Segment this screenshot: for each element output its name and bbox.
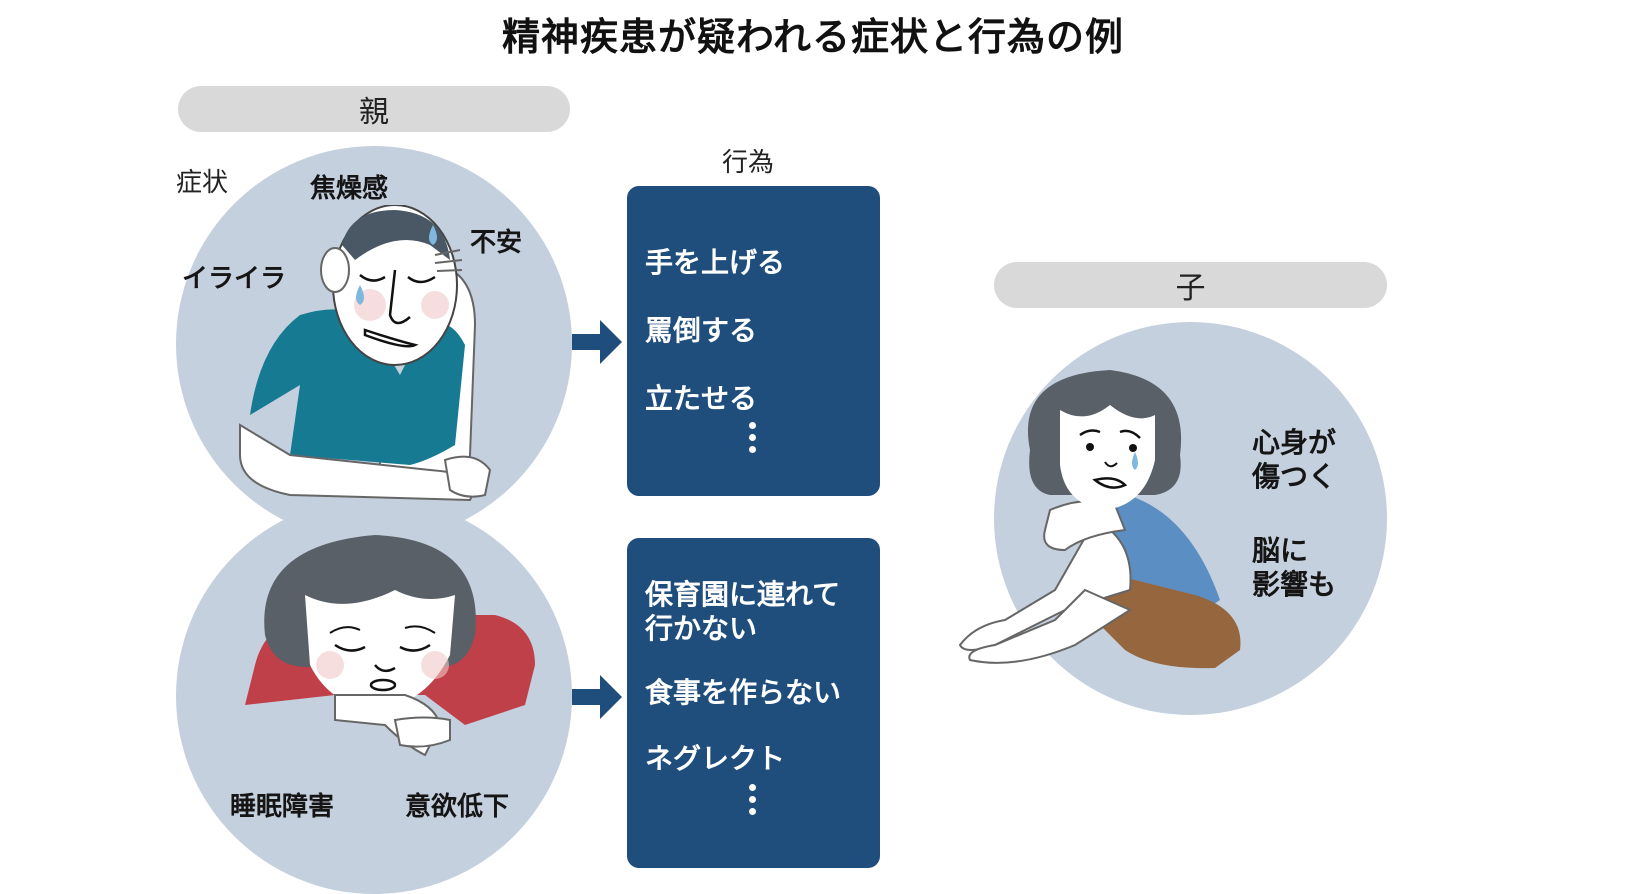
action-neglect: ネグレクト	[645, 742, 786, 775]
effect-mind-body-line1: 心身が	[1252, 426, 1337, 459]
arrow-right-icon	[572, 320, 622, 364]
father-illustration	[239, 205, 492, 502]
page-title: 精神疾患が疑われる症状と行為の例	[501, 15, 1125, 59]
effect-brain-line1: 脳に	[1252, 534, 1309, 567]
child-header-label: 子	[1175, 271, 1206, 306]
action-make-stand: 立たせる	[645, 382, 758, 415]
action-no-daycare-line2: 行かない	[645, 612, 758, 645]
child-illustration	[958, 370, 1241, 669]
action-abuse-verbally: 罵倒する	[645, 314, 758, 347]
circle-joint	[300, 500, 450, 540]
symptom-shoso: 焦燥感	[310, 174, 389, 204]
father-actions-box: 手を上げる 罵倒する 立たせる	[627, 186, 880, 496]
mother-actions-box: 保育園に連れて 行かない 食事を作らない ネグレクト	[627, 538, 880, 868]
mother-illustration	[245, 535, 535, 757]
symptom-sleep-disorder: 睡眠障害	[230, 792, 335, 822]
more-ellipsis-icon	[749, 422, 757, 458]
actions-label: 行為	[722, 148, 775, 178]
symptom-fuan: 不安	[470, 228, 523, 258]
action-no-daycare-line1: 保育園に連れて	[645, 578, 841, 611]
parent-header: 親	[178, 86, 570, 132]
effect-brain-line2: 影響も	[1252, 568, 1337, 601]
action-no-meals: 食事を作らない	[645, 676, 842, 709]
action-hit: 手を上げる	[645, 246, 786, 279]
more-ellipsis-icon	[749, 784, 757, 820]
symptom-iraira: イライラ	[182, 264, 287, 294]
parent-header-label: 親	[359, 95, 389, 130]
symptoms-label: 症状	[176, 168, 229, 198]
arrow-right-icon	[572, 675, 622, 719]
child-header: 子	[994, 262, 1387, 308]
effect-mind-body-line2: 傷つく	[1252, 460, 1337, 493]
symptom-low-motivation: 意欲低下	[405, 792, 510, 822]
